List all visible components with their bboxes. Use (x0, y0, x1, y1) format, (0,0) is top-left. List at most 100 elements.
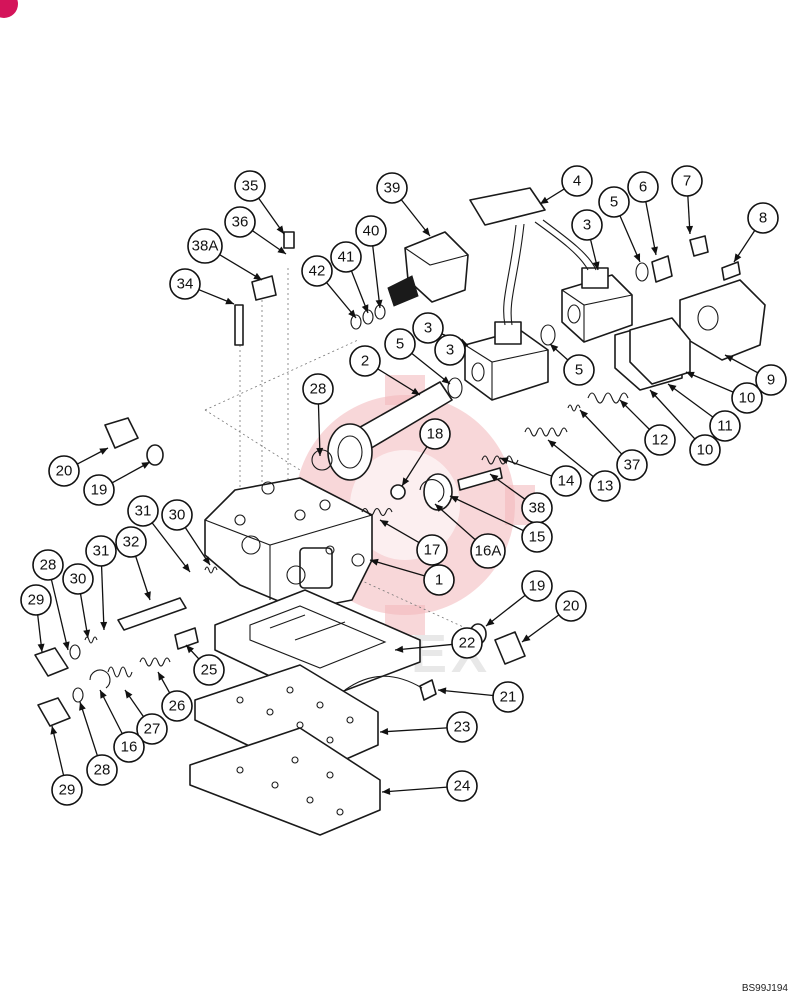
callout-arrowhead (411, 387, 420, 395)
callout-arrowhead (144, 591, 151, 600)
gasket (214, 589, 421, 701)
callout-c20b: 20 (521, 590, 587, 643)
callout-bubble (521, 521, 553, 553)
callout-bubble (384, 328, 416, 360)
callout-arrowhead (125, 690, 133, 699)
callout-arrowhead (633, 253, 641, 262)
callout-arrowhead (522, 634, 531, 642)
callout-c30b: 30 (62, 563, 94, 639)
callout-label: 24 (454, 778, 471, 795)
callout-c9: 9 (724, 354, 787, 396)
callout-bubble (330, 241, 362, 273)
callout-bubble (376, 172, 408, 204)
pressure-solenoid (387, 231, 469, 307)
callout-c15: 15 (449, 495, 553, 553)
callout-arrowhead (370, 558, 379, 566)
callout-bubble (598, 186, 630, 218)
callout-c20a: 20 (48, 447, 109, 487)
callout-bubble (563, 354, 595, 386)
callout-bubble (349, 345, 381, 377)
callout-label: 8 (759, 210, 767, 227)
callout-c7: 7 (671, 165, 703, 235)
callout-bubble (419, 418, 451, 450)
callout-label: 6 (639, 179, 647, 196)
callout-c38A: 38A (187, 228, 263, 281)
callout-label: 7 (683, 173, 691, 190)
callout-arrowhead (316, 447, 324, 456)
callout-c34: 34 (169, 268, 235, 305)
callout-label: 19 (91, 482, 108, 499)
callout-leader (394, 643, 453, 651)
callout-bubble (169, 268, 201, 300)
corner-badge (0, 0, 18, 18)
callout-label: 13 (597, 478, 614, 495)
callout-arrowhead (438, 687, 447, 695)
callout-leader (369, 559, 425, 577)
lower-plate (189, 727, 381, 836)
callout-label: 38 (529, 500, 546, 517)
callout-label: 26 (169, 698, 186, 715)
callout-bubble (51, 774, 83, 806)
callout-c24: 24 (381, 770, 478, 802)
springs (84, 392, 629, 678)
callout-leader (485, 594, 526, 627)
callout-bubble (127, 495, 159, 527)
callout-label: 31 (135, 503, 152, 520)
callout-arrowhead (100, 621, 108, 630)
callout-label: 29 (59, 782, 76, 799)
callout-c30a: 30 (161, 499, 211, 566)
callout-arrowhead (83, 629, 91, 638)
callout-arrowhead (375, 299, 383, 308)
callout-leader (372, 245, 381, 309)
callout-bubble (115, 526, 147, 558)
callout-label: 22 (459, 635, 476, 652)
callout-bubble (470, 533, 506, 569)
callout-bubble (113, 731, 145, 763)
callout-bubble (434, 334, 466, 366)
callout-arrowhead (380, 520, 389, 528)
callout-arrowhead (686, 371, 695, 379)
callout-c31b: 31 (85, 535, 117, 631)
callout-arrowhead (141, 462, 150, 469)
callout-c16A: 16A (434, 503, 506, 569)
callout-label: 27 (144, 721, 161, 738)
callout-label: 28 (40, 557, 57, 574)
callout-label: 19 (529, 578, 546, 595)
callout-c28b: 28 (32, 549, 70, 651)
callout-label: 1 (435, 572, 443, 589)
callout-leader (685, 371, 734, 393)
callout-arrowhead (486, 618, 495, 626)
callout-arrowhead (422, 227, 430, 236)
callout-leader (50, 579, 69, 651)
callout-label: 30 (169, 507, 186, 524)
callout-leader (317, 403, 321, 457)
o-rings (69, 262, 649, 703)
callout-leader (377, 368, 421, 396)
small-hardware (34, 231, 741, 727)
callout-label: 4 (573, 173, 581, 190)
callout-arrowhead (348, 309, 356, 318)
callout-bubble (193, 654, 225, 686)
callout-arrowhead (186, 645, 194, 654)
cover-gaskets (614, 317, 691, 391)
callout-c16: 16 (99, 689, 145, 763)
callout-bubble (423, 564, 455, 596)
callout-label: 39 (384, 180, 401, 197)
callout-bubble (561, 165, 593, 197)
callout-c31a: 31 (127, 495, 191, 573)
callout-arrowhead (441, 376, 450, 384)
callout-label: 40 (363, 223, 380, 240)
callout-bubble (48, 455, 80, 487)
callout-c3c: 3 (434, 334, 469, 366)
callout-arrowhead (382, 787, 391, 795)
callout-arrowhead (548, 440, 557, 448)
callout-arrowhead (620, 400, 629, 409)
callout-bubble (627, 171, 659, 203)
callout-arrowhead (182, 563, 190, 572)
callout-arrowhead (592, 261, 600, 270)
callout-label: 36 (232, 214, 249, 231)
callout-arrowhead (158, 672, 165, 681)
